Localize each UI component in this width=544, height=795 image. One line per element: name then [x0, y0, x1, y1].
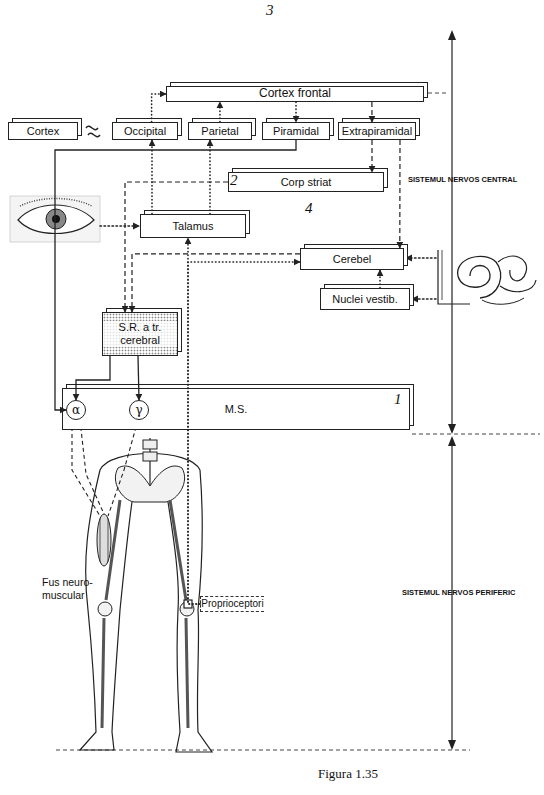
process-box: Piramidal — [262, 122, 330, 140]
arrow-head — [448, 740, 456, 750]
spindle-fibre — [100, 518, 108, 562]
process-box: Extrapiramidal — [338, 122, 416, 140]
connector — [152, 94, 166, 122]
eye-iris — [46, 209, 66, 229]
ear-bracket — [438, 250, 470, 304]
connector — [55, 140, 296, 410]
cochlea — [458, 256, 501, 298]
process-box: Occipital — [112, 122, 178, 140]
eye-frame — [10, 196, 100, 242]
node-text: Piramidal — [273, 125, 319, 138]
afferent-fibre — [72, 420, 100, 516]
connector — [138, 356, 139, 400]
arrow-head — [133, 223, 140, 230]
annotation-label: SISTEMUL NERVOS PERIFERIC — [402, 588, 516, 597]
process-box: M.S. α γ — [62, 388, 410, 430]
connector — [209, 140, 211, 214]
process-box: Nuclei vestib. — [320, 288, 410, 310]
knee-joint — [98, 602, 112, 616]
node-text: Cerebel — [333, 253, 372, 266]
equivalence-symbol — [86, 126, 100, 136]
proprioceptor-mark — [184, 600, 192, 608]
node-text: Talamus — [173, 220, 214, 233]
process-box: Cortex — [8, 122, 78, 140]
neuron-circle: α — [66, 400, 86, 420]
process-box: Parietal — [188, 122, 252, 140]
process-box: Talamus — [140, 214, 246, 238]
connector — [188, 238, 200, 604]
callout-number: 4 — [305, 200, 313, 217]
connector — [371, 140, 372, 172]
leg-bone — [102, 500, 188, 728]
efferent-fibre — [80, 420, 104, 514]
vertebra — [143, 440, 157, 449]
vestibular-path — [416, 298, 436, 300]
eye-outline — [18, 205, 94, 234]
node-text: α — [72, 403, 80, 417]
node-text: Extrapiramidal — [342, 125, 412, 138]
vertebra — [143, 452, 157, 461]
eye-pupil — [52, 215, 60, 223]
range-arrow — [451, 36, 452, 430]
node-text: Cortex frontal — [259, 87, 331, 101]
neuron-circle: γ — [129, 400, 149, 420]
ear-canal — [482, 298, 524, 304]
figure-caption: Figura 1.35 — [318, 766, 378, 782]
node-text: Proprioceptori — [201, 598, 263, 610]
node-text: γ — [135, 403, 142, 417]
dashed-limit — [428, 93, 448, 94]
arrow-head — [411, 296, 418, 303]
process-box: Corp striat — [228, 172, 384, 192]
arrow-head — [405, 255, 412, 262]
connector — [371, 102, 372, 122]
process-box: Cerebel — [300, 248, 404, 270]
connector — [219, 102, 221, 122]
connector — [295, 102, 297, 122]
connector — [188, 262, 300, 604]
leg-outline — [168, 470, 212, 752]
connector — [151, 140, 153, 214]
node-text: Corp striat — [281, 176, 332, 189]
gamma-fibre — [108, 420, 138, 516]
callout-number: 2 — [230, 172, 238, 189]
annotation-label: SISTEMUL NERVOS CENTRAL — [408, 175, 517, 184]
connector — [399, 140, 400, 248]
optic-path — [100, 225, 138, 227]
dashed-limit — [56, 750, 470, 751]
pelvis-bone — [115, 466, 184, 502]
semicircular-canals — [498, 256, 536, 292]
connector — [76, 356, 110, 400]
annotation-label: Fus neuro-muscular — [42, 576, 102, 601]
process-box: Cortex frontal — [166, 86, 424, 102]
process-box: Proprioceptori — [200, 596, 264, 612]
eyebrow — [20, 199, 92, 207]
node-text: M.S. — [225, 403, 248, 416]
node-text: Occipital — [124, 125, 166, 138]
node-text: Nuclei vestib. — [332, 293, 397, 306]
node-text: Parietal — [201, 125, 238, 138]
node-text: Cortex — [27, 125, 59, 138]
callout-number: 3 — [266, 2, 274, 19]
connector — [132, 254, 300, 312]
arrow-head — [448, 436, 456, 446]
arrow-head — [448, 424, 456, 434]
arrow-head — [448, 30, 456, 40]
muscle-spindle — [97, 514, 111, 566]
dashed-limit — [412, 434, 540, 435]
connector — [379, 270, 381, 288]
callout-number: 1 — [394, 391, 402, 408]
ear-bracket — [442, 250, 443, 300]
process-box: S.R. a tr. cerebral — [102, 312, 178, 356]
vestibular-path — [410, 257, 436, 259]
connector — [125, 182, 228, 312]
leg-outline — [80, 470, 132, 750]
node-text: S.R. a tr. cerebral — [103, 321, 177, 346]
